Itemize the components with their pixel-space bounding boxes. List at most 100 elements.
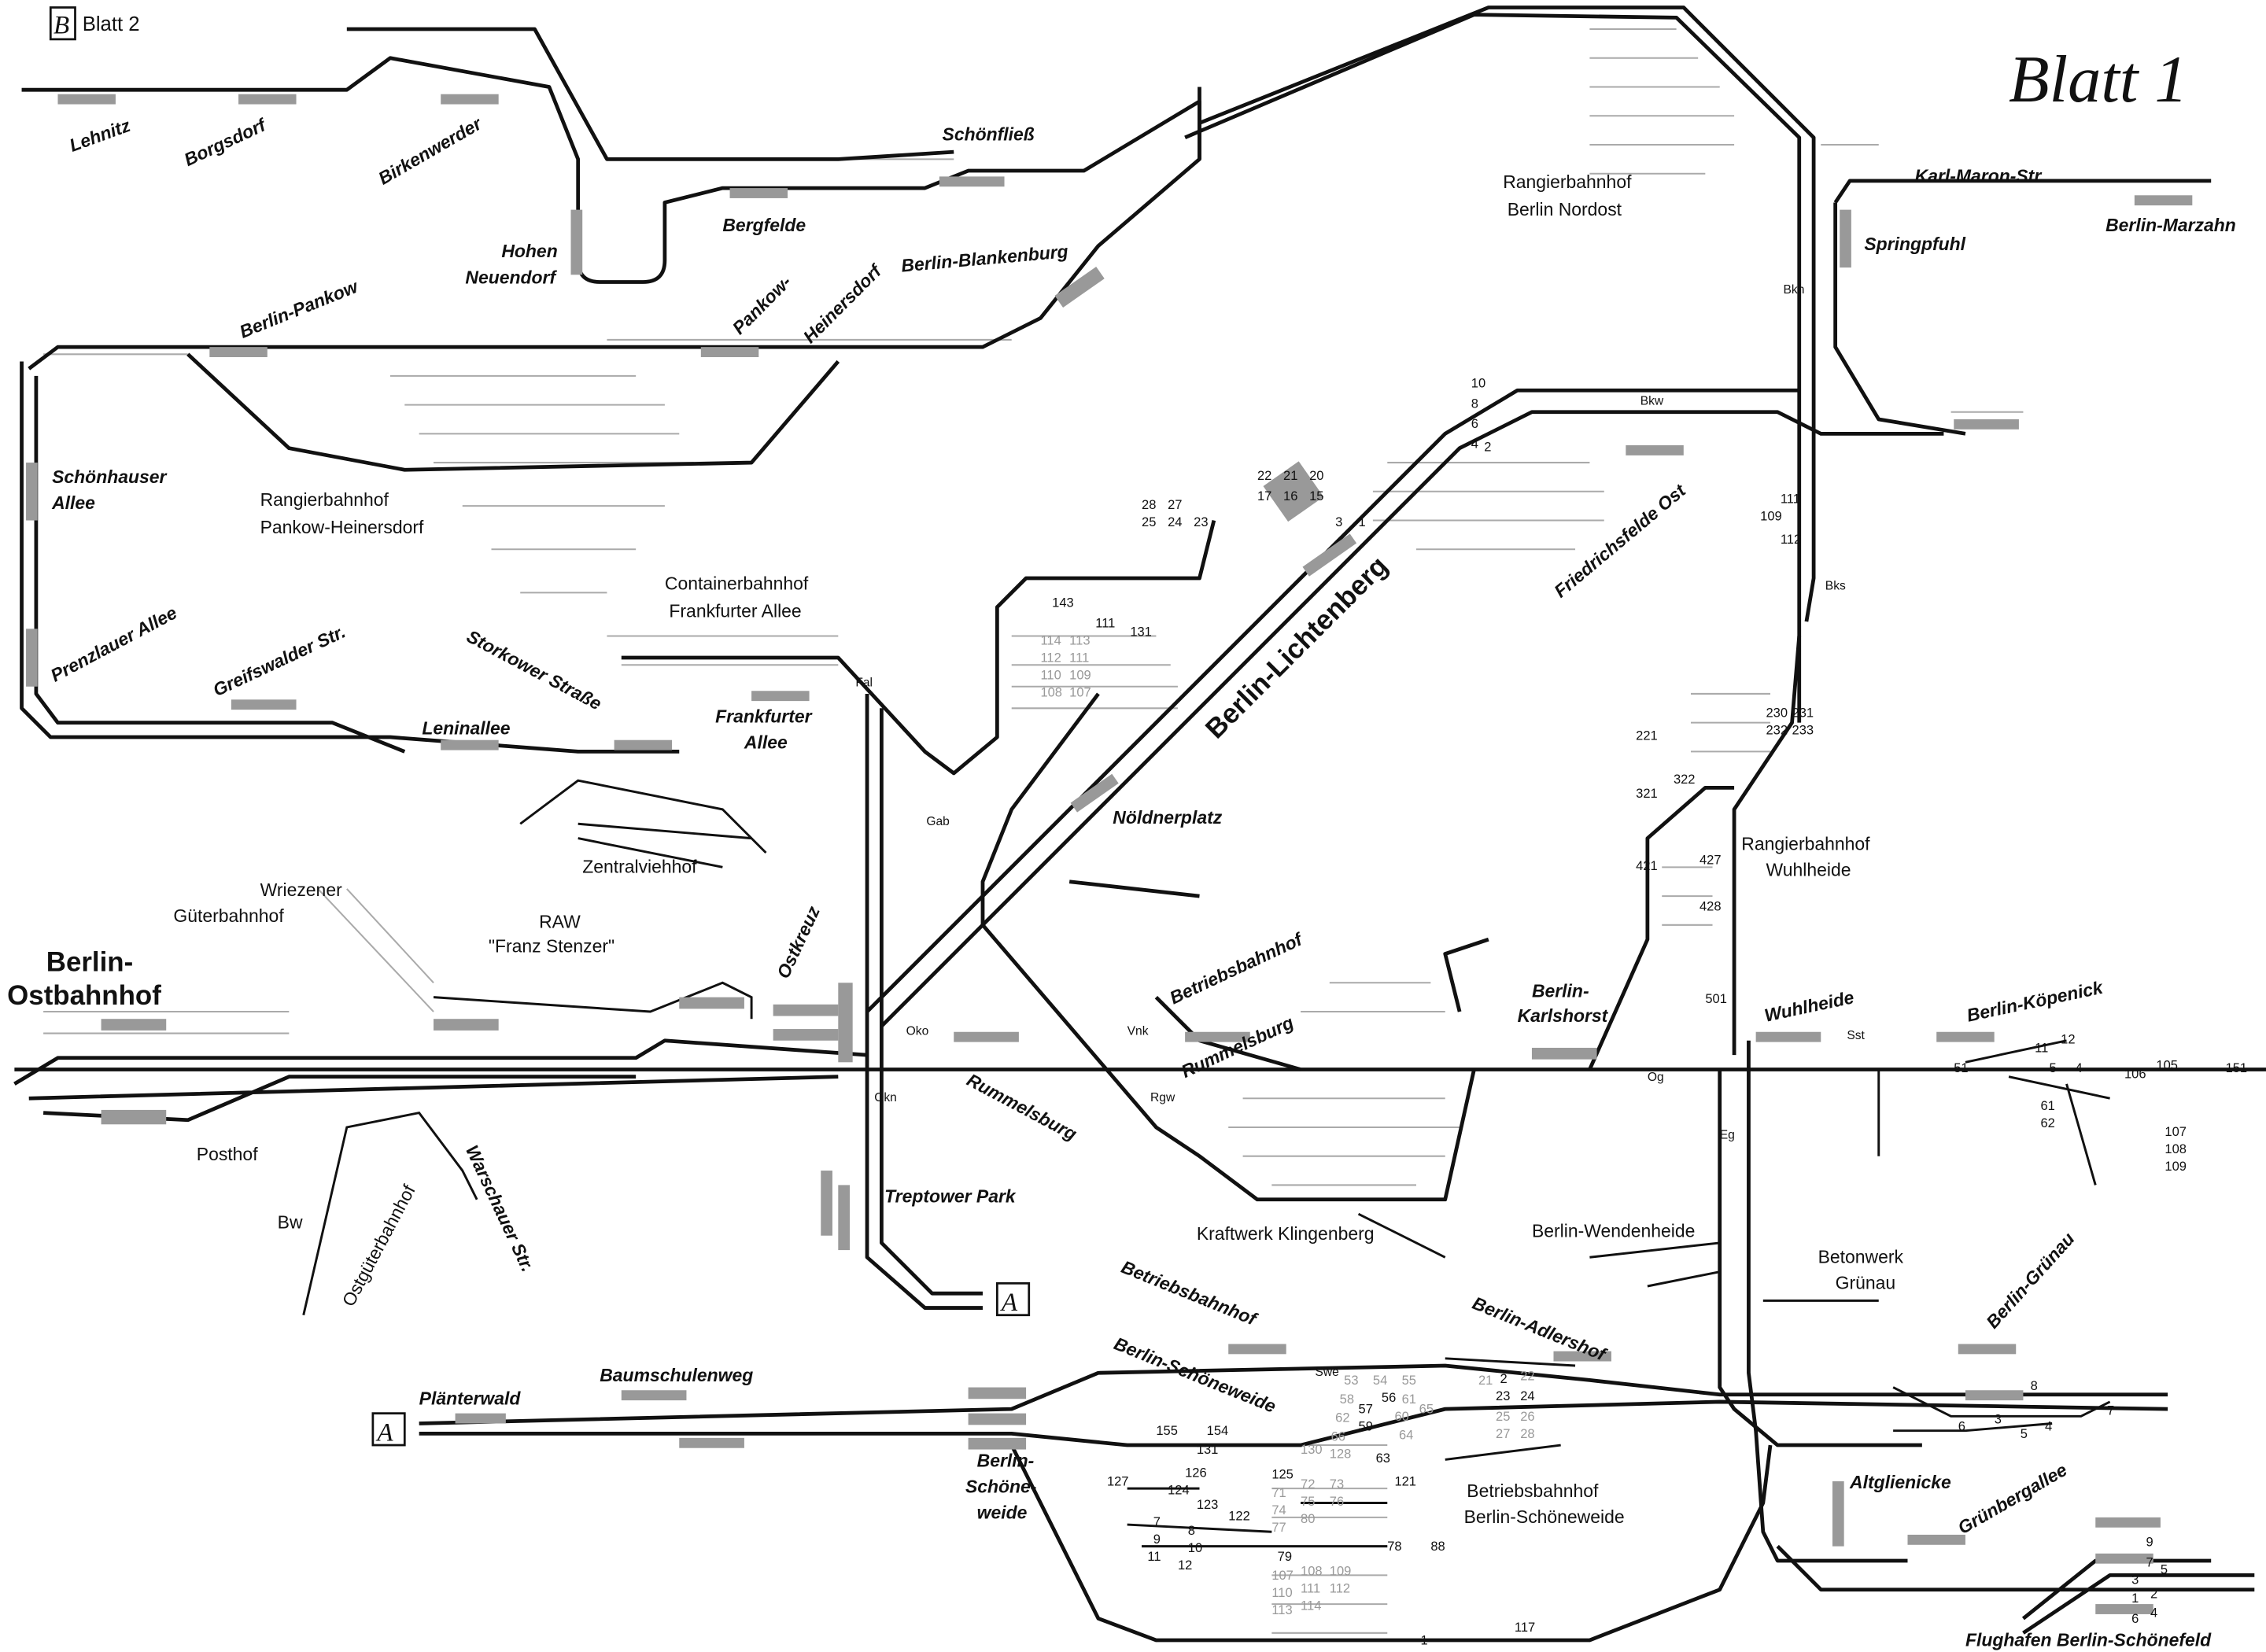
track-number-lichtenberg: 1 — [1359, 514, 1366, 529]
track-number-bw_lichtenberg: 111 — [1095, 615, 1115, 630]
station-label-schoenh1: Schönhauser — [52, 466, 167, 487]
track-number-friedrichsfelde: 231 — [1792, 705, 1814, 720]
station-label-hohen2: Neuendorf — [465, 267, 557, 287]
sheet-link-blatt-2[interactable]: B Blatt 2 — [49, 6, 140, 41]
track-number-yard_gray: 72 — [1301, 1477, 1315, 1492]
main-tracks — [13, 6, 2266, 1643]
station-label-karlsh1: Berlin- — [1532, 981, 1589, 1001]
facility-label-wriezener1: Wriezener — [260, 879, 342, 900]
blatt-2-label: Blatt 2 — [83, 13, 140, 35]
station-label-sw3: weide — [977, 1503, 1028, 1523]
track-number-koepenick: 106 — [2124, 1067, 2146, 1082]
track-number-schoeneweide: 2 — [1500, 1371, 1508, 1386]
track-number-lichtenberg: 16 — [1283, 489, 1297, 503]
facility-label-wuhlrbf1: Rangierbahnhof — [1741, 833, 1870, 854]
facility-label-pankowrbf1: Rangierbahnhof — [260, 489, 389, 510]
track-number-gruenau: 5 — [2021, 1426, 2028, 1441]
connector-a-top[interactable]: A — [995, 1281, 1031, 1317]
track-number-schoenefeld: 6 — [2131, 1611, 2139, 1626]
facility-label-posthof: Posthof — [197, 1144, 258, 1164]
station-label-birkenwerder: Birkenwerder — [375, 112, 485, 188]
track-number-friedrichsfelde: 109 — [1760, 509, 1782, 524]
track-number-yard_gray: 113 — [1069, 632, 1090, 647]
track-number-schoeneweide: 23 — [1496, 1388, 1510, 1403]
track-number-yard_gray: 110 — [1271, 1585, 1292, 1600]
track-number-yard_gray: 66 — [1331, 1429, 1345, 1444]
station-label-storkower: Storkower Straße — [463, 625, 605, 714]
facility-label-nordost2: Berlin Nordost — [1508, 199, 1622, 219]
facility-label-raw2: "Franz Stenzer" — [489, 936, 614, 957]
track-number-yard_gray: 54 — [1373, 1373, 1387, 1388]
track-number-friedrichsfelde: 112 — [1781, 532, 1801, 547]
facility-label-wendenheide: Berlin-Wendenheide — [1532, 1221, 1695, 1241]
track-number-gruenau: 8 — [2031, 1378, 2038, 1393]
track-number-lichtenberg: 28 — [1142, 497, 1156, 512]
facility-label-beton1: Betonwerk — [1818, 1247, 1904, 1267]
track-number-yard_gray: 130 — [1301, 1442, 1323, 1457]
station-label-pankowh2: Heinersdorf — [799, 260, 887, 347]
blatt-2-symbol: B — [54, 12, 69, 40]
sheet-title: Blatt 1 — [2009, 43, 2188, 116]
track-number-yard_gray: 114 — [1040, 632, 1061, 647]
track-number-gruenau: 4 — [2045, 1419, 2052, 1434]
abbreviation-label-rgw: Rgw — [1150, 1091, 1175, 1104]
track-number-yard_gray: 65 — [1419, 1402, 1434, 1417]
track-number-lichtenberg: 4 — [1471, 437, 1478, 452]
track-number-lichtenberg: 2 — [1484, 439, 1491, 454]
track-number-schoeneweide: 122 — [1228, 1509, 1250, 1524]
track-number-yard_gray: 112 — [1040, 651, 1061, 666]
track-number-friedrichsfelde: 232 — [1766, 722, 1788, 737]
track-number-lichtenberg: 6 — [1471, 416, 1478, 431]
station-label-koepenick: Berlin-Köpenick — [1965, 977, 2105, 1026]
track-number-lichtenberg: 27 — [1168, 497, 1182, 512]
abbreviation-label-bkw: Bkw — [1640, 395, 1664, 408]
station-label-marzahn: Berlin-Marzahn — [2105, 215, 2236, 235]
station-label-prenzlauer: Prenzlauer Allee — [47, 602, 180, 685]
track-number-yard_gray: 128 — [1330, 1447, 1352, 1462]
track-number-koepenick: 11 — [2035, 1040, 2048, 1055]
track-number-lichtenberg: 15 — [1309, 489, 1323, 503]
track-number-schoeneweide: 11 — [1147, 1549, 1161, 1564]
track-number-lichtenberg: 24 — [1168, 514, 1182, 529]
track-number-yard_gray: 80 — [1301, 1511, 1315, 1526]
track-number-schoeneweide: 88 — [1430, 1539, 1445, 1554]
track-number-koepenick: 5 — [2049, 1060, 2056, 1075]
track-number-friedrichsfelde: 230 — [1766, 705, 1788, 720]
track-number-bw_lichtenberg: 143 — [1052, 596, 1074, 610]
station-label-ostkreuz: Ostkreuz — [773, 902, 824, 981]
track-number-lichtenberg: 20 — [1309, 468, 1323, 483]
track-number-schoeneweide: 123 — [1197, 1497, 1219, 1512]
track-number-yard_gray: 109 — [1330, 1563, 1352, 1578]
track-number-yard_gray: 58 — [1340, 1392, 1354, 1407]
track-number-koepenick: 109 — [2165, 1159, 2187, 1174]
track-number-koepenick: 107 — [2165, 1124, 2187, 1139]
station-label-bbrum1: Betriebsbahnhof — [1167, 928, 1307, 1009]
track-number-koepenick: 61 — [2040, 1098, 2054, 1113]
connector-a-bottom[interactable]: A — [371, 1412, 406, 1447]
track-number-yard_gray: 107 — [1271, 1568, 1294, 1583]
station-label-noeldnerplatz: Nöldnerplatz — [1113, 807, 1222, 828]
track-number-friedrichsfelde: 501 — [1705, 991, 1727, 1006]
track-number-yard_gray: 28 — [1520, 1426, 1534, 1441]
track-number-yard_gray: 27 — [1496, 1426, 1510, 1441]
station-label-ost1: Berlin- — [46, 947, 133, 978]
track-number-yard_gray: 55 — [1402, 1373, 1416, 1388]
track-number-schoeneweide: 154 — [1207, 1423, 1229, 1438]
track-number-yard_gray: 74 — [1271, 1503, 1286, 1517]
track-number-yard_gray: 75 — [1301, 1494, 1315, 1509]
track-number-lichtenberg: 25 — [1142, 514, 1156, 529]
track-number-koepenick: 108 — [2165, 1141, 2187, 1156]
track-number-friedrichsfelde: 321 — [1636, 786, 1658, 801]
station-label-gruenbergallee: Grünbergallee — [1954, 1459, 2071, 1538]
station-label-schoenh2: Allee — [51, 492, 95, 513]
station-label-leninallee: Leninallee — [422, 717, 510, 738]
track-number-schoeneweide: 124 — [1168, 1482, 1190, 1497]
track-number-schoenefeld: 1 — [2131, 1591, 2139, 1606]
track-number-yard_gray: 111 — [1301, 1580, 1320, 1595]
abbreviation-label-gab: Gab — [926, 815, 950, 828]
station-label-frankf1: Frankfurter — [715, 706, 812, 727]
track-number-yard_gray: 53 — [1344, 1373, 1358, 1388]
station-label-rummelsburg: Rummelsburg — [964, 1069, 1080, 1144]
track-number-schoeneweide: 12 — [1178, 1558, 1192, 1573]
